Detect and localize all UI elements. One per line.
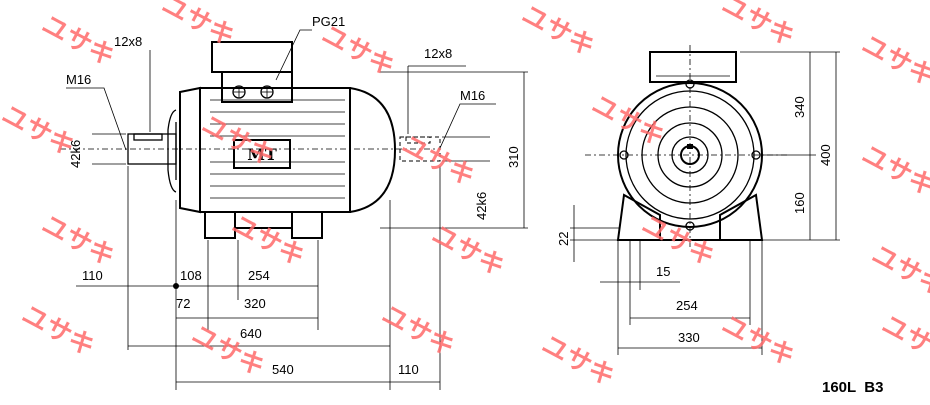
key-right-label: 12x8 xyxy=(424,46,452,61)
watermark-stamp: ユサキ xyxy=(227,210,310,273)
watermark-stamp: ユサキ xyxy=(37,10,120,73)
watermark-stamp: ユサキ xyxy=(517,0,600,63)
dim-110-right: 110 xyxy=(398,362,419,377)
terminal-screw-1 xyxy=(232,85,246,99)
cooling-fins xyxy=(210,99,345,199)
watermark-stamp: ユサキ xyxy=(0,100,80,163)
watermark-stamp: ユサキ xyxy=(197,110,280,173)
dim-108: 108 xyxy=(180,268,202,283)
watermark-stamp: ユサキ xyxy=(717,0,800,53)
dim-254: 254 xyxy=(248,268,270,283)
thread-left-leader xyxy=(66,87,127,151)
watermark-stamp: ユサキ xyxy=(17,300,100,363)
key-right-hidden xyxy=(405,136,431,144)
dim-72: 72 xyxy=(176,296,190,311)
dim-22: 22 xyxy=(556,232,571,246)
watermark-stamp: ユサキ xyxy=(377,300,460,363)
key-left-label: 12x8 xyxy=(114,34,142,49)
dim-330: 330 xyxy=(678,330,700,345)
dim-640: 640 xyxy=(240,326,262,341)
front-view: 340 400 160 22 15 254 330 xyxy=(556,45,840,355)
model-label: 160L B3 xyxy=(822,379,883,396)
watermark-stamp: ユサキ xyxy=(37,210,120,273)
watermark-stamp: ユサキ xyxy=(157,0,240,53)
dim-320: 320 xyxy=(244,296,266,311)
dim-254-front: 254 xyxy=(676,298,698,313)
end-shield xyxy=(641,106,739,204)
bearing-housing xyxy=(657,122,723,188)
shaft-key xyxy=(687,144,693,149)
watermark-stamp: ユサキ xyxy=(587,90,670,153)
terminal-screw-2 xyxy=(260,85,274,99)
watermark-stamp: ユサキ xyxy=(637,210,720,273)
front-dimension-lines xyxy=(570,51,840,355)
watermark-stamp: ユサキ xyxy=(397,130,480,193)
bolt-hole-bottom xyxy=(685,221,695,231)
watermark-stamp: ユサキ xyxy=(857,140,930,203)
watermark-stamp: ユサキ xyxy=(537,330,620,393)
thread-left-label: M16 xyxy=(66,72,91,87)
dim-400: 400 xyxy=(818,144,833,166)
dim-160: 160 xyxy=(792,192,807,214)
shaft-right-hidden xyxy=(399,136,441,162)
nameplate xyxy=(233,139,291,169)
stator-frame xyxy=(199,87,351,213)
watermark-layer: ユサキユサキユサキユサキユサキユサキユサキユサキユサキユサキユサキユサキユサキユ… xyxy=(0,0,930,393)
frame-fins xyxy=(625,90,755,220)
terminal-gland-leader xyxy=(275,29,312,81)
foot-left xyxy=(204,211,236,239)
dim-540: 540 xyxy=(272,362,294,377)
end-shield-right xyxy=(349,87,397,213)
watermark-stamp: ユサキ xyxy=(717,310,800,373)
key-left xyxy=(133,133,163,141)
h310-label: 310 xyxy=(506,146,521,168)
watermark-stamp: ユサキ xyxy=(317,20,400,83)
front-terminal-box xyxy=(649,51,737,83)
terminal-box xyxy=(221,71,293,103)
terminal-gland-label: PG21 xyxy=(312,14,345,29)
watermark-stamp: ユサキ xyxy=(427,220,510,283)
watermark-stamp: ユサキ xyxy=(867,240,930,303)
watermark-stamp: ユサキ xyxy=(877,310,930,373)
bolt-hole-left xyxy=(619,150,629,160)
foot-right xyxy=(291,211,323,239)
shaft-dia-right-label: 42k6 xyxy=(474,192,489,220)
shaft-dia-left-label: 42k6 xyxy=(68,140,83,168)
dim-340: 340 xyxy=(792,96,807,118)
side-dimension-lines xyxy=(76,166,441,390)
end-shield-left xyxy=(167,109,177,193)
thread-right-leader xyxy=(439,103,496,149)
thread-right-label: M16 xyxy=(460,88,485,103)
fan-cover xyxy=(179,86,201,214)
side-view: MT 12x8 M16 42k6 PG21 12x8 M16 42k6 310 xyxy=(60,14,528,390)
bolt-hole-top xyxy=(685,79,695,89)
dim-110-left: 110 xyxy=(82,268,103,283)
nameplate-logo: MT xyxy=(247,145,277,164)
shaft-collar xyxy=(671,136,709,174)
watermark-stamp: ユサキ xyxy=(857,30,930,93)
dim-15: 15 xyxy=(656,264,670,279)
